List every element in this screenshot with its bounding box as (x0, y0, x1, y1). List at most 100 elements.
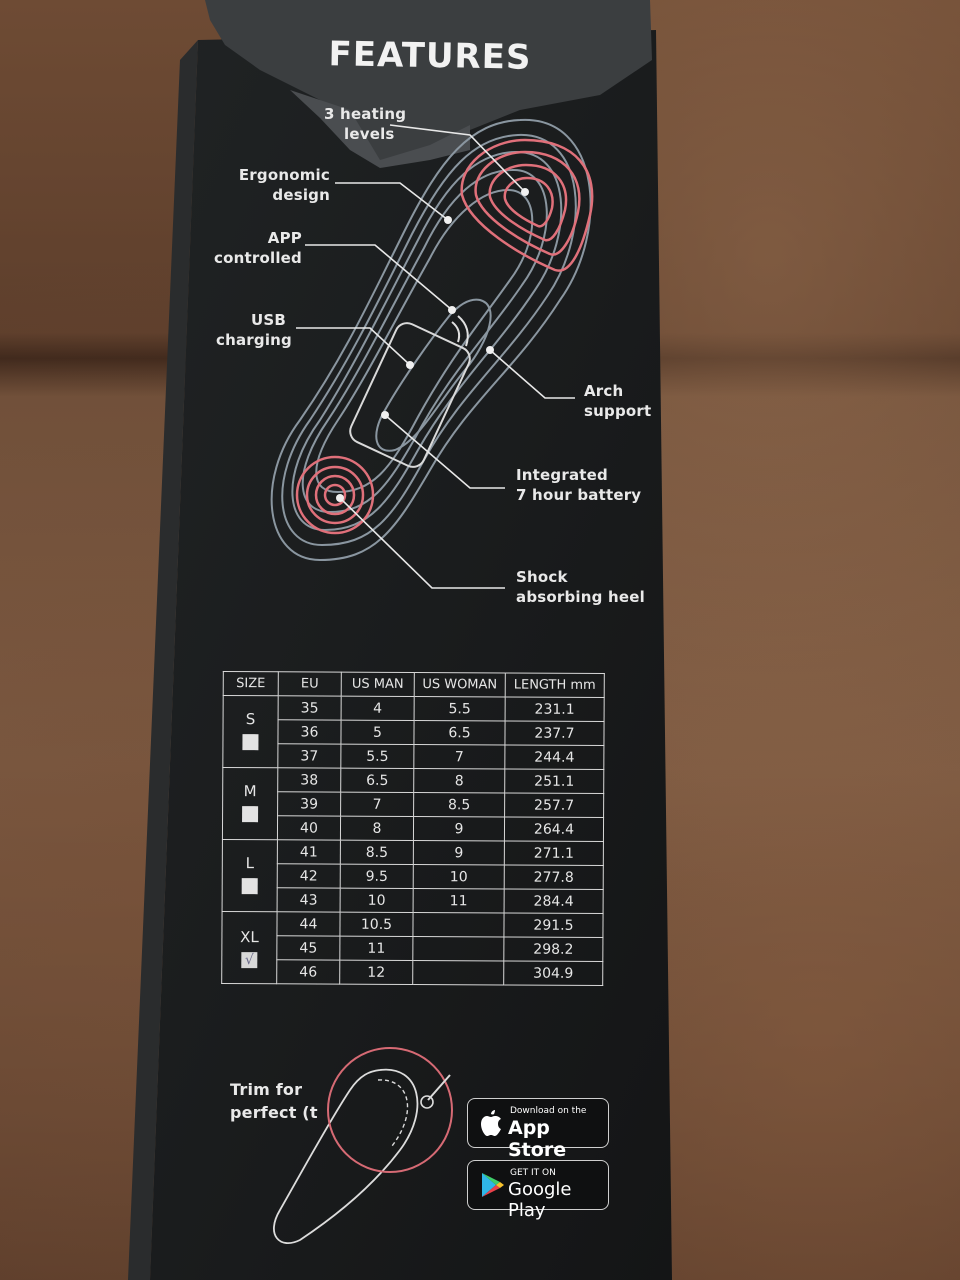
torn-flap (205, 0, 652, 165)
table-row: 45 11 298.2 (222, 935, 603, 962)
cell-us-woman: 8 (413, 768, 505, 793)
size-label-xl: XL (240, 927, 259, 946)
table-row: 39 7 8.5 257.7 (223, 791, 604, 818)
cell-us-man: 10 (340, 888, 414, 913)
cell-us-man: 10.5 (339, 912, 414, 937)
trim-line2: perfect (t (230, 1103, 318, 1122)
google-play-small-text: GET IT ON (510, 1168, 556, 1178)
cell-eu: 44 (276, 911, 341, 937)
google-play-icon (482, 1173, 504, 1197)
size-m-checkbox (242, 805, 259, 822)
feature-ergonomic-line1: Ergonomic (238, 166, 330, 184)
app-store-badge[interactable]: Download on the App Store (467, 1098, 609, 1161)
size-l-checkbox (241, 877, 258, 894)
app-store-big-text: App Store (508, 1117, 567, 1161)
cell-us-woman: 7 (413, 744, 505, 769)
feature-battery-label: Integrated 7 hour battery (516, 465, 641, 505)
size-group-l: L (222, 839, 278, 912)
feature-arch-line1: Arch (584, 382, 624, 400)
header-size: SIZE (223, 671, 279, 696)
cell-eu: 46 (276, 959, 340, 985)
table-row: XL √ 44 10.5 291.5 (221, 911, 604, 984)
size-group-s: S (222, 695, 279, 768)
cell-length: 264.4 (504, 816, 604, 842)
cell-us-man: 11 (339, 936, 413, 961)
feature-usb-line1: USB (250, 311, 286, 329)
header-us-man: US MAN (341, 672, 415, 697)
size-chart-header-row: SIZE EU US MAN US WOMAN LENGTH mm (223, 671, 605, 698)
cell-us-man: 9.5 (340, 864, 414, 889)
cell-eu: 42 (277, 863, 341, 889)
feature-heel-label: Shock absorbing heel (516, 567, 645, 607)
size-label-s: S (245, 709, 256, 728)
cell-us-man: 8.5 (340, 840, 414, 865)
usb-module-outline (349, 322, 471, 468)
size-label-m: M (243, 781, 257, 800)
trim-instructions: Trim for perfect (t (230, 1078, 318, 1124)
cell-length: 237.7 (504, 720, 605, 746)
cell-us-man: 12 (339, 960, 413, 985)
feature-app-line2: controlled (214, 249, 302, 267)
table-row: S 35 4 5.5 231.1 (222, 695, 605, 768)
size-chart-table: SIZE EU US MAN US WOMAN LENGTH mm S 35 4… (221, 671, 605, 986)
box-panel (150, 30, 672, 1280)
feature-battery-line1: Integrated (516, 466, 608, 484)
feature-ergonomic-label: Ergonomic design (236, 165, 330, 205)
cell-us-woman: 10 (413, 864, 505, 889)
feature-usb-line2: charging (216, 331, 292, 349)
cell-length: 277.8 (504, 864, 604, 890)
cell-us-woman: 11 (413, 888, 505, 913)
trim-line1: Trim for (230, 1080, 303, 1099)
cell-us-woman: 9 (413, 840, 505, 865)
toe-heating-zone (460, 138, 594, 272)
torn-flap-inner (290, 90, 470, 168)
cell-us-man: 7 (340, 792, 414, 817)
cell-us-woman: 8.5 (413, 792, 505, 817)
size-group-xl: XL √ (221, 911, 278, 984)
cell-length: 251.1 (504, 768, 604, 794)
app-store-small-text: Download on the (510, 1106, 587, 1116)
cell-us-man: 5 (340, 720, 415, 745)
feature-app-label: APP controlled (210, 228, 302, 268)
feature-points (336, 188, 529, 502)
apple-icon (481, 1110, 501, 1136)
cell-eu: 41 (277, 839, 341, 865)
header-eu: EU (278, 671, 342, 697)
heel-heating-zone (295, 455, 375, 535)
feature-heating-line2: levels (344, 125, 395, 143)
cell-us-woman (412, 960, 504, 985)
table-row: 37 5.5 7 244.4 (223, 743, 604, 770)
cell-length: 244.4 (504, 744, 604, 770)
table-row: M 38 6.5 8 251.1 (222, 767, 604, 840)
feature-ergonomic-line2: design (272, 186, 330, 204)
feature-leader-lines (296, 124, 575, 589)
features-title: FEATURES (328, 34, 532, 78)
cell-length: 304.9 (503, 960, 603, 986)
table-row: 36 5 6.5 237.7 (223, 719, 605, 746)
size-s-checkbox (242, 733, 259, 750)
cell-eu: 38 (277, 767, 341, 793)
cell-eu: 40 (277, 815, 341, 841)
size-label-l: L (245, 853, 255, 872)
box-side-edge (128, 40, 198, 1280)
header-length: LENGTH mm (505, 672, 605, 698)
feature-heel-line2: absorbing heel (516, 588, 645, 606)
cell-us-man: 4 (341, 696, 415, 721)
feature-arch-label: Arch support (584, 381, 651, 421)
size-xl-checkbox-checked: √ (241, 951, 258, 968)
cell-us-man: 5.5 (340, 744, 414, 769)
cell-eu: 43 (277, 887, 341, 913)
cell-us-man: 6.5 (340, 768, 414, 793)
header-us-woman: US WOMAN (414, 672, 506, 697)
cell-us-man: 8 (340, 816, 414, 841)
cell-us-woman (412, 912, 505, 937)
cell-eu: 45 (276, 935, 340, 961)
feature-usb-label: USB charging (206, 310, 292, 350)
google-play-big-text: Google Play (508, 1179, 572, 1221)
cell-length: 284.4 (504, 888, 604, 914)
feature-battery-line2: 7 hour battery (516, 486, 642, 504)
cell-us-woman: 5.5 (414, 696, 506, 721)
cell-eu: 39 (277, 791, 341, 817)
google-play-badge[interactable]: GET IT ON Google Play (467, 1160, 609, 1221)
